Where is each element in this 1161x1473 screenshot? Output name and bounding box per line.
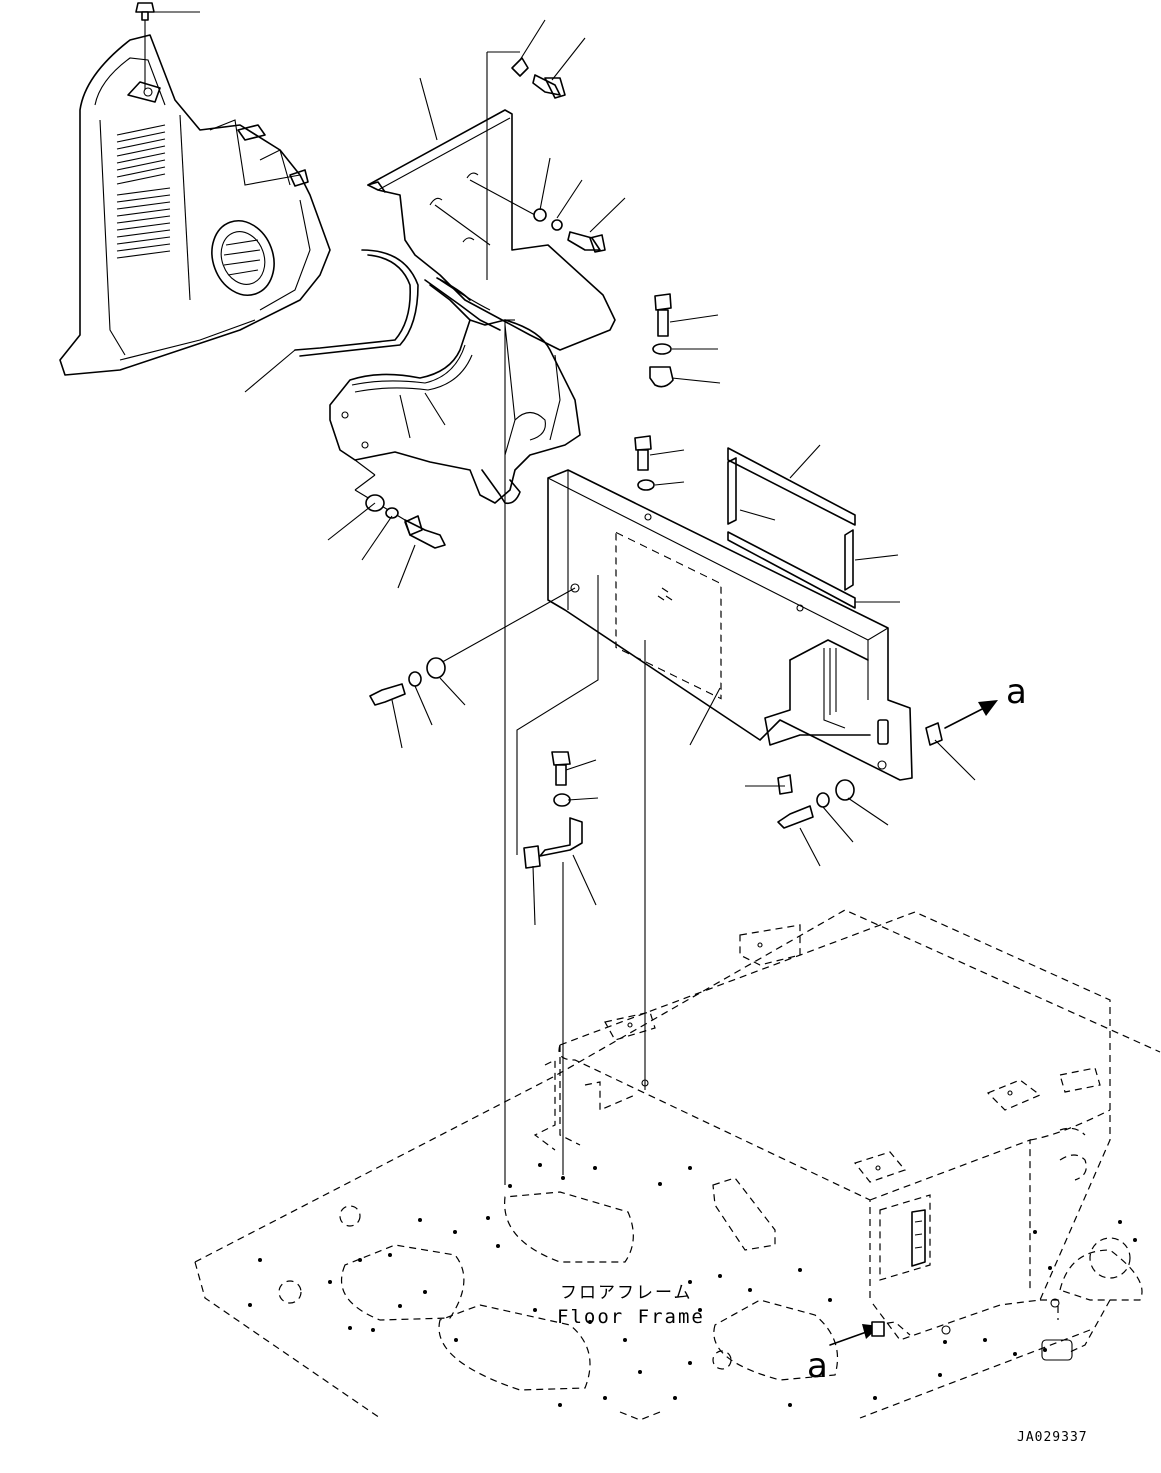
leader-lines (327, 19, 976, 926)
air-duct (329, 279, 581, 521)
top-bolt (135, 2, 200, 90)
view-arrow-bottom (829, 1321, 885, 1346)
floor-frame-label-en: Floor Frame (557, 1306, 705, 1328)
hardware (365, 57, 943, 869)
view-marker-bottom: a (807, 1346, 828, 1386)
side-cover (59, 34, 331, 376)
floor-frame-holes (248, 1163, 1137, 1407)
main-panel (436, 469, 913, 1090)
vent-grille (116, 124, 171, 259)
cab-base-console (533, 911, 1111, 1361)
view-arrow-top (944, 700, 998, 729)
floor-frame-label-jp: フロアフレーム (560, 1283, 693, 1303)
drawing-code: JA029337 (1017, 1430, 1088, 1445)
duct-cover (367, 51, 616, 351)
seal-rubbers (727, 447, 856, 609)
view-marker-top: a (1006, 672, 1027, 712)
seal-strip (244, 249, 419, 393)
floor-frame (194, 909, 1161, 1421)
